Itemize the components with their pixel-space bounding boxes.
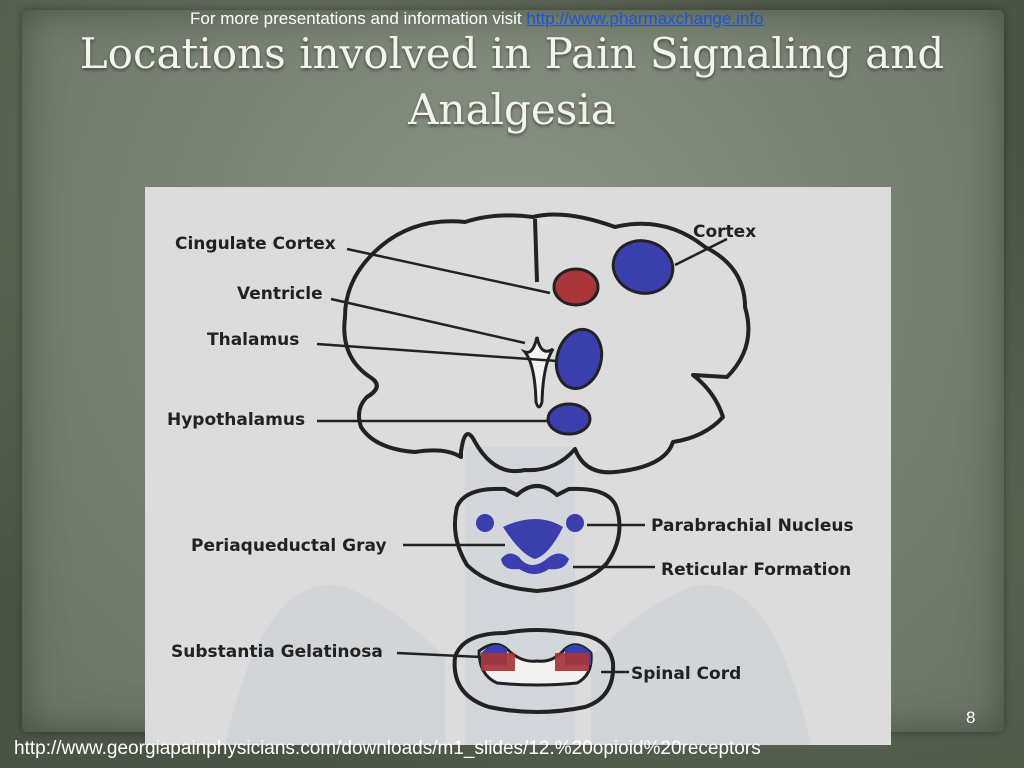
brainstem-outline [453, 484, 622, 594]
brain-outline [342, 212, 751, 475]
ventricle-shape [520, 336, 555, 409]
diagram-svg: Cingulate Cortex Cortex Ventricle Thalam… [167, 212, 854, 745]
label-cortex: Cortex [693, 222, 756, 242]
leader-ventricle [330, 297, 526, 345]
source-url: http://www.georgiapainphysicians.com/dow… [14, 738, 761, 759]
reticular-region [501, 553, 569, 574]
label-parabrachial-nucleus: Parabrachial Nucleus [651, 516, 854, 536]
cortex-region [611, 239, 675, 295]
temporal-notch-left [365, 377, 379, 399]
leader-substantia [396, 651, 482, 659]
header-note-text: For more presentations and information v… [190, 9, 527, 28]
thalamus-region [554, 327, 604, 391]
label-substantia-gelatinosa: Substantia Gelatinosa [171, 642, 383, 662]
substantia-gelatinosa-right-red [555, 653, 589, 671]
label-periaqueductal-gray: Periaqueductal Gray [191, 536, 387, 556]
page-number: 8 [966, 708, 976, 727]
leader-cortex [674, 237, 728, 267]
parabrachial-left [476, 514, 494, 532]
slide-title-line2: Analgesia [408, 85, 616, 134]
label-hypothalamus: Hypothalamus [167, 410, 305, 430]
cingulate-region [552, 267, 600, 307]
periaqueductal-region [503, 519, 563, 559]
label-reticular-formation: Reticular Formation [661, 560, 851, 580]
slide-title: Locations involved in Pain Signaling and… [40, 26, 984, 138]
parabrachial-right [566, 514, 584, 532]
body-silhouette [225, 584, 811, 745]
label-spinal-cord: Spinal Cord [631, 664, 741, 684]
spinal-cord-outline [452, 628, 616, 714]
pain-pathway-diagram: Cingulate Cortex Cortex Ventricle Thalam… [145, 187, 891, 745]
substantia-gelatinosa-left-red [481, 653, 515, 671]
leader-cingulate [346, 247, 551, 295]
slide-title-line1: Locations involved in Pain Signaling and [79, 29, 945, 78]
label-cingulate-cortex: Cingulate Cortex [175, 234, 336, 254]
label-ventricle: Ventricle [237, 284, 323, 304]
leader-thalamus [316, 342, 558, 363]
brain-midline [533, 218, 539, 283]
pharmaxchange-link[interactable]: http://www.pharmaxchange.info [526, 9, 764, 28]
hypothalamus-region [546, 402, 592, 436]
header-note: For more presentations and information v… [0, 9, 1024, 29]
label-thalamus: Thalamus [207, 330, 299, 350]
